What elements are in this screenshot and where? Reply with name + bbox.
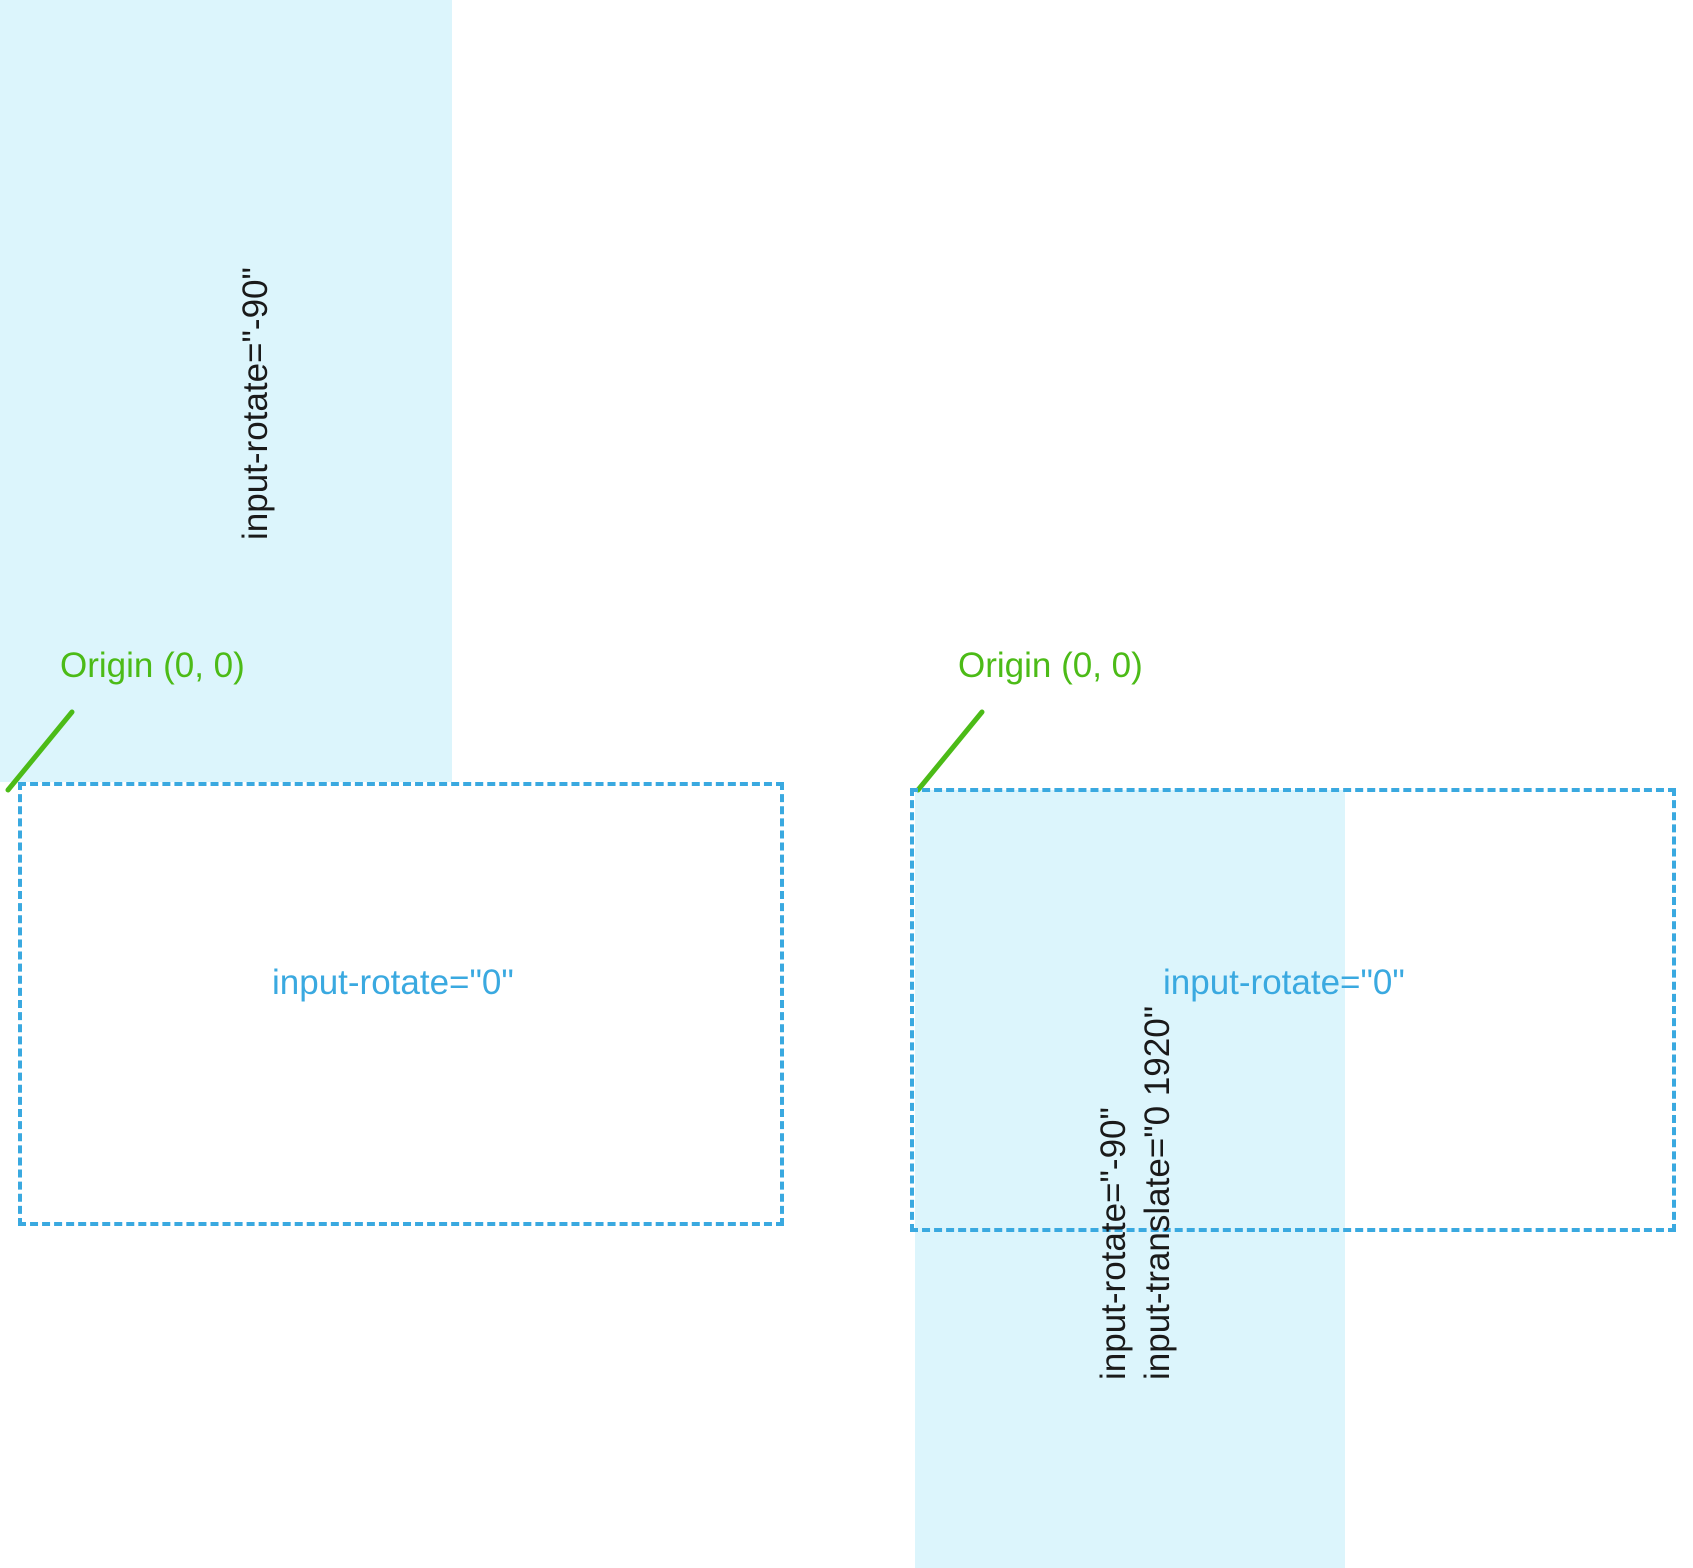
right-rotated-region-label-line2: input-translate="0 1920" (1137, 1005, 1177, 1380)
right-rotated-region-label: input-rotate="-90" input-translate="0 19… (1092, 1006, 1180, 1380)
left-unrotated-region-label: input-rotate="0" (272, 963, 514, 1002)
right-unrotated-page-box (910, 788, 1676, 1232)
left-origin-label: Origin (0, 0) (60, 646, 245, 685)
left-rotated-page-region (0, 0, 452, 782)
right-rotated-region-label-line1: input-rotate="-90" (1094, 1107, 1133, 1380)
left-unrotated-page-box (18, 782, 784, 1226)
left-rotated-region-label: input-rotate="-90" (236, 267, 275, 540)
right-origin-label: Origin (0, 0) (958, 646, 1143, 685)
right-rotated-page-region (915, 790, 1345, 1568)
right-origin-leader-line (915, 709, 985, 793)
right-unrotated-region-label: input-rotate="0" (1163, 963, 1405, 1002)
